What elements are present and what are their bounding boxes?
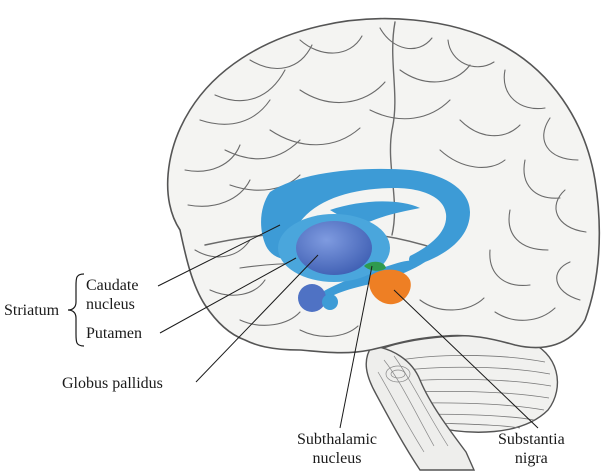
globus-pallidus-leader-line (195, 254, 319, 383)
brainstem (365, 345, 476, 471)
striatum-brace (67, 273, 85, 347)
substantia-nigra-label: Substantia nigra (498, 431, 565, 467)
caudate-nucleus-label: Caudate nucleus (86, 277, 139, 313)
subthalamic-leader-line (339, 265, 373, 429)
globus-pallidus-label: Globus pallidus (62, 375, 163, 392)
subthalamic-nucleus-label: Subthalamic nucleus (297, 431, 377, 467)
subthalamic-nucleus (364, 261, 386, 271)
putamen-label: Putamen (86, 325, 142, 342)
striatum-label: Striatum (4, 302, 60, 319)
caudate-leader-line (157, 224, 281, 287)
substantia-nigra-leader-line (393, 289, 539, 429)
putamen-leader-line (159, 257, 297, 334)
globus-pallidus (296, 221, 372, 275)
